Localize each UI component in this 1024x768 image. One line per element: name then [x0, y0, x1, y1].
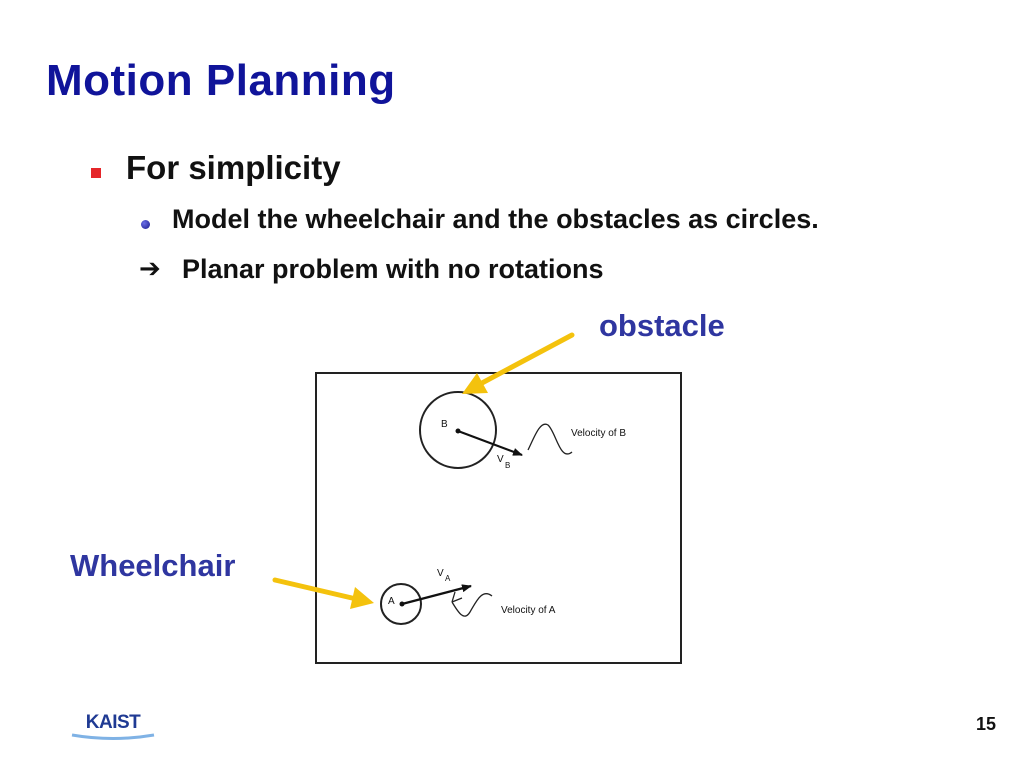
vb-subscript: B [505, 461, 510, 470]
va-subscript: A [445, 574, 451, 583]
bullet-level1-text: For simplicity [126, 149, 341, 186]
slide-title: Motion Planning [46, 56, 396, 105]
obstacle-callout-arrow [462, 332, 575, 394]
kaist-logo-swoosh [71, 733, 155, 740]
velocity-of-b-label: Velocity of B [571, 428, 626, 439]
velocity-a-vector [401, 584, 472, 606]
right-arrow-icon: ➔ [139, 254, 161, 284]
page-number: 15 [975, 714, 996, 734]
label-a: A [388, 596, 395, 607]
vb-symbol: V [497, 454, 504, 465]
velocity-b-wave [527, 423, 573, 455]
obstacle-circle [419, 391, 497, 469]
implication-text: Planar problem with no rotations [182, 254, 604, 284]
kaist-logo-text: KAIST [86, 712, 141, 733]
wheelchair-circle [380, 583, 422, 625]
wheelchair-callout-label: Wheelchair [70, 548, 236, 583]
va-symbol: V [437, 568, 444, 579]
diagram-frame [315, 372, 682, 664]
wheelchair-callout-arrow [272, 577, 374, 609]
velocity-a-wave [451, 593, 493, 617]
bullet-level2-text: Model the wheelchair and the obstacles a… [172, 204, 819, 234]
label-b: B [441, 419, 448, 430]
bullet-dot-icon [141, 220, 150, 229]
velocity-of-a-label: Velocity of A [501, 605, 556, 616]
bullet-square-icon [91, 168, 101, 178]
velocity-b-vector [457, 429, 523, 457]
velocity-a-wave-head [451, 591, 463, 603]
kaist-logo: KAIST [71, 712, 155, 740]
obstacle-callout-label: obstacle [599, 308, 725, 343]
